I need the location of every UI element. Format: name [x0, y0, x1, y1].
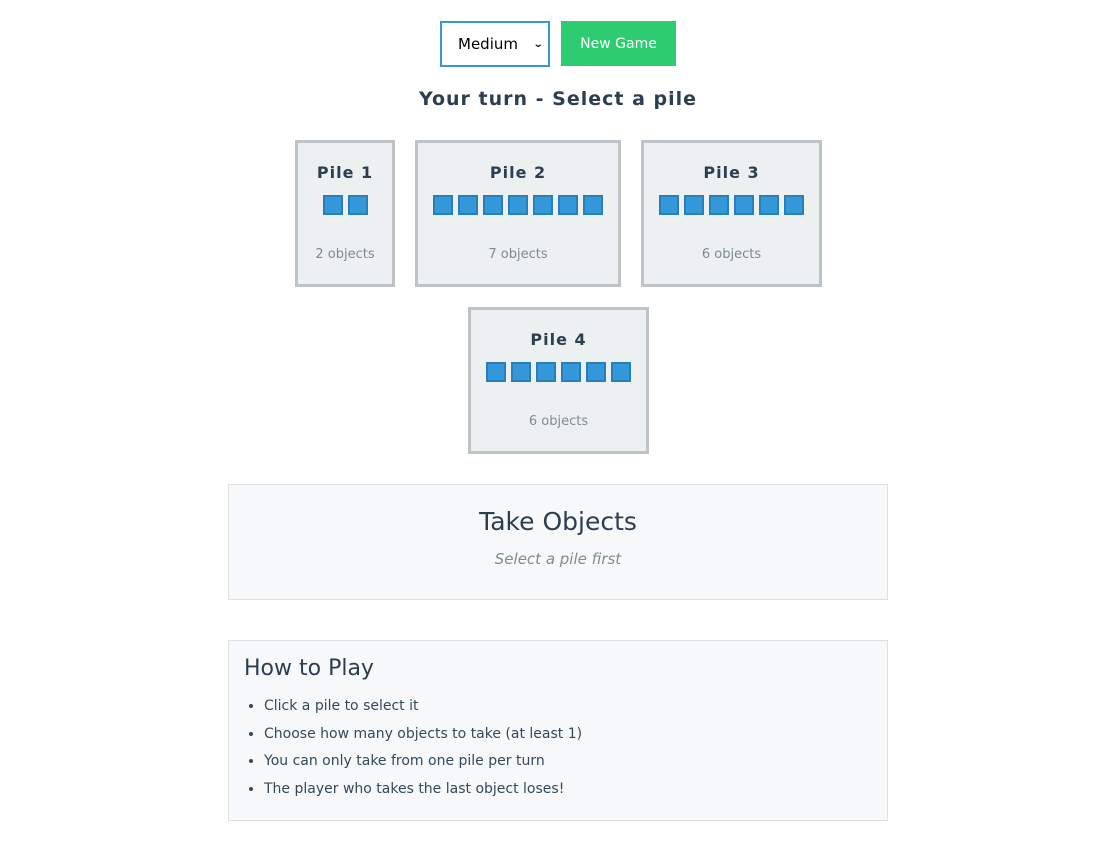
pile-2[interactable]: Pile 2 7 objects	[415, 140, 621, 287]
pile-objects	[644, 195, 819, 215]
pile-object	[583, 195, 603, 215]
rules-list: Click a pile to select it Choose how man…	[229, 693, 887, 803]
pile-title: Pile 4	[530, 330, 587, 349]
difficulty-select[interactable]: Medium ⌄	[440, 21, 550, 67]
pile-1[interactable]: Pile 1 2 objects	[295, 140, 395, 287]
pile-object	[458, 195, 478, 215]
pile-object	[734, 195, 754, 215]
pile-object	[536, 362, 556, 382]
pile-object	[433, 195, 453, 215]
pile-object	[784, 195, 804, 215]
pile-3[interactable]: Pile 3 6 objects	[641, 140, 822, 287]
rule-item: The player who takes the last object los…	[264, 776, 887, 804]
pile-object	[483, 195, 503, 215]
pile-objects	[298, 195, 392, 215]
pile-object	[322, 195, 343, 215]
pile-title: Pile 1	[316, 163, 374, 182]
pile-object	[486, 362, 506, 382]
pile-object	[684, 195, 704, 215]
chevron-down-icon: ⌄	[532, 38, 544, 50]
pile-object	[611, 362, 631, 382]
take-objects-hint: Select a pile first	[494, 550, 622, 568]
pile-object	[561, 362, 581, 382]
pile-count: 6 objects	[528, 414, 589, 429]
how-to-play-title: How to Play	[244, 656, 374, 681]
game-controls: Medium ⌄ New Game	[440, 21, 676, 67]
how-to-play-panel: How to Play Click a pile to select it Ch…	[228, 640, 888, 821]
pile-object	[511, 362, 531, 382]
pile-count: 2 objects	[315, 247, 375, 262]
new-game-button[interactable]: New Game	[561, 21, 676, 66]
pile-title: Pile 3	[703, 163, 760, 182]
pile-objects	[418, 195, 618, 215]
pile-object	[347, 195, 368, 215]
turn-status: Your turn - Select a pile	[418, 88, 698, 110]
take-objects-panel: Take Objects Select a pile first	[228, 484, 888, 600]
rule-item: You can only take from one pile per turn	[264, 748, 887, 776]
pile-object	[659, 195, 679, 215]
pile-object	[586, 362, 606, 382]
rule-item: Click a pile to select it	[264, 693, 887, 721]
pile-title: Pile 2	[489, 163, 547, 182]
pile-object	[508, 195, 528, 215]
pile-object	[759, 195, 779, 215]
pile-object	[558, 195, 578, 215]
take-objects-title: Take Objects	[479, 507, 637, 536]
pile-count: 6 objects	[701, 247, 762, 262]
difficulty-value: Medium	[458, 35, 518, 53]
rule-item: Choose how many objects to take (at leas…	[264, 721, 887, 749]
pile-4[interactable]: Pile 4 6 objects	[468, 307, 649, 454]
pile-object	[709, 195, 729, 215]
pile-count: 7 objects	[488, 247, 548, 262]
pile-object	[533, 195, 553, 215]
pile-objects	[471, 362, 646, 382]
